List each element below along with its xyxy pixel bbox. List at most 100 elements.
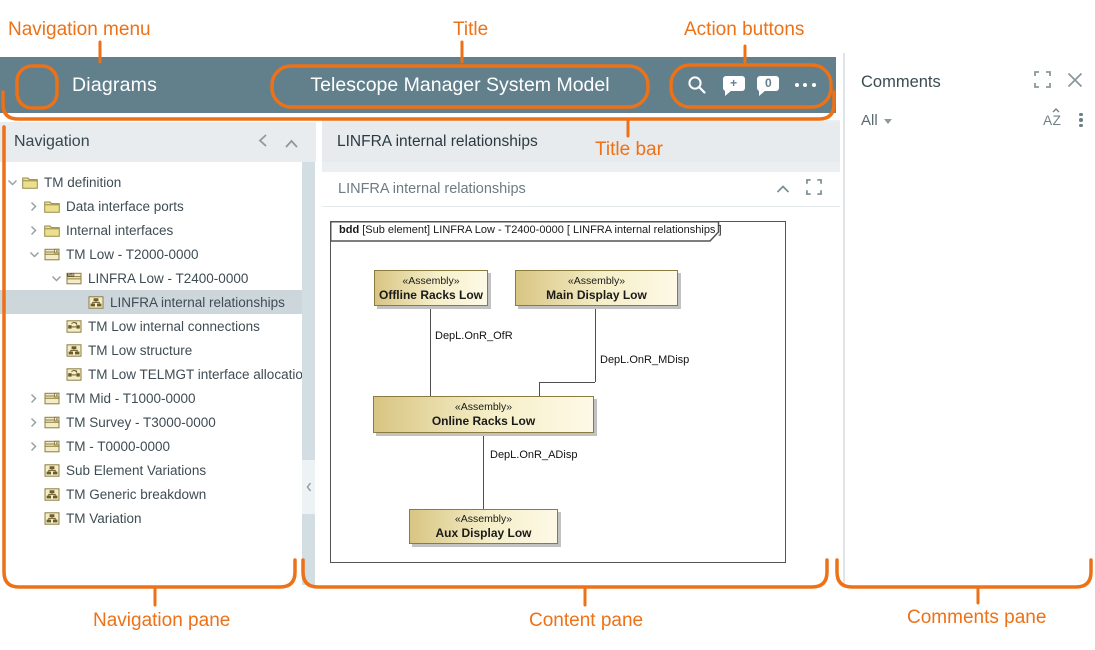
- tree-item[interactable]: Data interface ports: [0, 194, 302, 218]
- node-name: Offline Racks Low: [378, 287, 484, 302]
- twisty-spacer: [51, 345, 66, 356]
- diagram-edge: [483, 433, 484, 509]
- diagram-edge-label: DepL.OnR_OfR: [434, 330, 514, 342]
- content-header: LINFRA internal relationships: [322, 122, 840, 162]
- content-pane: LINFRA internal relationships LINFRA int…: [322, 120, 840, 585]
- ibd-diagram-icon: [66, 367, 82, 381]
- diagram-frame-label: bdd [Sub element] LINFRA Low - T2400-000…: [339, 223, 722, 236]
- subelement-icon: Sub: [66, 272, 82, 285]
- bdd-diagram-icon: [88, 295, 104, 309]
- tree-item[interactable]: Sub Element Variations: [0, 458, 302, 482]
- diagram-edge: [539, 382, 595, 383]
- twisty-expanded-icon[interactable]: [51, 273, 66, 284]
- annotation-navigation-pane: Navigation pane: [93, 610, 231, 631]
- comments-filter-dropdown[interactable]: All: [861, 112, 892, 129]
- bdd-diagram-icon: [66, 343, 82, 357]
- tree-item-label: LINFRA Low - T2400-0000: [88, 270, 249, 286]
- twisty-spacer: [51, 321, 66, 332]
- node-stereotype: «Assembly»: [454, 513, 513, 525]
- diagram-section-header: LINFRA internal relationships: [322, 172, 840, 207]
- chevron-left-icon[interactable]: [257, 133, 270, 153]
- tree-item-label: TM Low TELMGT interface allocations: [88, 366, 302, 382]
- twisty-collapsed-icon[interactable]: [29, 441, 44, 452]
- tree-item-label: Sub Element Variations: [66, 462, 207, 478]
- twisty-expanded-icon[interactable]: [7, 177, 22, 188]
- tree-item-label: TM Mid - T1000-0000: [66, 390, 196, 406]
- annotation-action-buttons: Action buttons: [684, 19, 805, 40]
- annotation-content-pane: Content pane: [529, 610, 644, 631]
- element-icon: [44, 440, 60, 453]
- content-card: LINFRA internal relationships: [322, 172, 840, 585]
- expand-icon[interactable]: [806, 179, 822, 200]
- tree-item[interactable]: LINFRA internal relationships: [0, 290, 302, 314]
- kebab-menu-icon[interactable]: [1079, 111, 1083, 130]
- tree-item[interactable]: TM - T0000-0000: [0, 434, 302, 458]
- node-name: Online Racks Low: [431, 414, 536, 428]
- diagram-node[interactable]: «Assembly»Online Racks Low: [373, 396, 594, 433]
- ibd-diagram-icon: [66, 319, 82, 333]
- twisty-spacer: [29, 513, 44, 524]
- node-name: Aux Display Low: [435, 526, 532, 540]
- twisty-collapsed-icon[interactable]: [29, 417, 44, 428]
- diagram-frame-tab: [329, 220, 719, 242]
- diagram-node[interactable]: «Assembly»Offline Racks Low: [374, 270, 488, 306]
- tree-item-label: TM Survey - T3000-0000: [66, 414, 216, 430]
- close-icon[interactable]: [1067, 72, 1083, 93]
- diagram-edge: [539, 382, 540, 396]
- node-stereotype: «Assembly»: [402, 274, 460, 287]
- sort-alphabetical-icon[interactable]: AZ: [1043, 107, 1061, 128]
- navigation-scrollbar[interactable]: [302, 162, 315, 585]
- comment-count-icon[interactable]: 0: [757, 75, 780, 96]
- element-icon: [44, 392, 60, 405]
- tree-item[interactable]: Sub LINFRA Low - T2400-0000: [0, 266, 302, 290]
- tree-item-label: LINFRA internal relationships: [110, 294, 285, 310]
- twisty-collapsed-icon[interactable]: [29, 393, 44, 404]
- kebab-menu-icon[interactable]: [792, 72, 818, 98]
- tree-item[interactable]: TM Low structure: [0, 338, 302, 362]
- tree-item[interactable]: TM Low - T2000-0000: [0, 242, 302, 266]
- comment-count-badge: 0: [757, 75, 780, 91]
- diagram-frame: bdd [Sub element] LINFRA Low - T2400-000…: [329, 220, 786, 563]
- twisty-collapsed-icon[interactable]: [29, 225, 44, 236]
- chevron-left-icon: [306, 482, 311, 492]
- chevron-up-icon[interactable]: [284, 136, 299, 154]
- tree-item[interactable]: TM definition: [0, 170, 302, 194]
- tree-item[interactable]: TM Generic breakdown: [0, 482, 302, 506]
- annotation-navigation-menu: Navigation menu: [8, 19, 151, 40]
- twisty-collapsed-icon[interactable]: [29, 201, 44, 212]
- caret-down-icon: [883, 118, 892, 124]
- pane-collapse-handle[interactable]: [302, 460, 315, 514]
- tree-item[interactable]: Internal interfaces: [0, 218, 302, 242]
- comments-pane-title: Comments: [861, 72, 941, 91]
- folder-icon: [22, 176, 38, 189]
- twisty-expanded-icon[interactable]: [29, 249, 44, 260]
- annotation-title-bar: Title bar: [595, 139, 663, 160]
- tree-item[interactable]: TM Low internal connections: [0, 314, 302, 338]
- annotation-title: Title: [453, 19, 489, 40]
- collapse-section-icon[interactable]: [776, 181, 790, 199]
- content-header-title: LINFRA internal relationships: [337, 133, 538, 150]
- add-comment-icon[interactable]: +: [722, 75, 745, 96]
- title-bar: Diagrams Telescope Manager System Model …: [0, 57, 836, 153]
- diagram-section-title: LINFRA internal relationships: [338, 181, 526, 197]
- folder-icon: [44, 200, 60, 213]
- document-title: Telescope Manager System Model: [310, 73, 610, 96]
- diagram-node[interactable]: «Assembly»Aux Display Low: [409, 509, 558, 544]
- diagram-edge-label: DepL.OnR_MDisp: [599, 354, 691, 366]
- tree-item-label: Data interface ports: [66, 198, 184, 214]
- tree-item[interactable]: TM Variation: [0, 506, 302, 530]
- diagram-node[interactable]: «Assembly»Main Display Low: [515, 270, 678, 306]
- expand-icon[interactable]: [1034, 71, 1051, 93]
- tree-item-label: TM Variation: [66, 510, 142, 526]
- tree-item[interactable]: TM Mid - T1000-0000: [0, 386, 302, 410]
- tree-item[interactable]: TM Low TELMGT interface allocations: [0, 362, 302, 386]
- search-icon[interactable]: [684, 72, 710, 98]
- node-stereotype: «Assembly»: [567, 274, 626, 287]
- diagram-edge: [430, 306, 431, 396]
- app-section-title: Diagrams: [72, 73, 158, 96]
- tree-item-label: TM Low structure: [88, 342, 193, 358]
- tree-item[interactable]: TM Survey - T3000-0000: [0, 410, 302, 434]
